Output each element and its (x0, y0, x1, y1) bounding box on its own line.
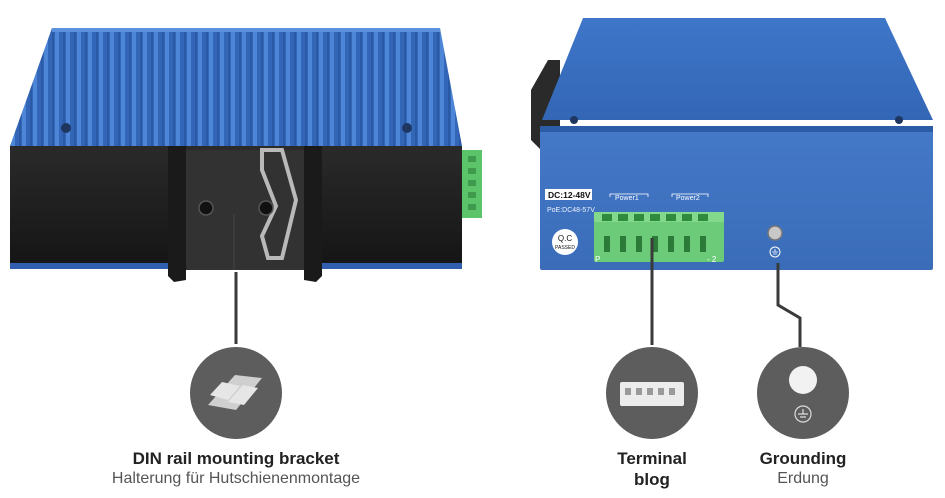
terminal-slot (636, 236, 642, 252)
power1-label: Power1 (615, 195, 639, 202)
voltage-label (545, 189, 592, 200)
grounding-caption-title: Grounding (759, 449, 847, 468)
screw-icon (895, 116, 903, 124)
din-rail-callout-circle (190, 347, 282, 439)
ground-symbol-icon (769, 246, 781, 258)
din-rail-caption-title: DIN rail mounting bracket (132, 449, 340, 468)
terminal-screw (698, 214, 708, 221)
screw-icon (258, 200, 274, 216)
terminal-right-label: - 2 (707, 255, 717, 264)
terminal-connector-icon (620, 382, 684, 406)
terminal-caption-title-line1: Terminal (617, 449, 687, 468)
terminal-slot (668, 236, 674, 252)
din-rail-caption-subtitle: Halterung für Hutschienenmontage (111, 470, 361, 487)
terminal-screw (666, 214, 676, 221)
left-device-heatsink (10, 28, 462, 146)
qc-passed-text: PASSED (555, 245, 575, 251)
terminal-slot (684, 236, 690, 252)
terminal-pins (602, 214, 708, 252)
right-device (531, 18, 933, 270)
terminal-screw (650, 214, 660, 221)
grounding-screw-icon (789, 366, 817, 394)
din-rail-icon (208, 375, 262, 410)
ground-symbol-icon (794, 405, 812, 423)
terminal-slot (620, 236, 626, 252)
terminal-screw (682, 214, 692, 221)
terminal-screw (602, 214, 612, 221)
screw-icon (61, 123, 71, 133)
grounding-caption-subtitle: Erdung (777, 470, 829, 487)
terminal-screw (634, 214, 644, 221)
qc-text: Q.C (558, 234, 572, 243)
terminal-slot (700, 236, 706, 252)
voltage-text: DC:12-48V (548, 190, 591, 200)
poe-text: PoE:DC48-57V (547, 207, 595, 214)
screw-icon (198, 200, 214, 216)
power2-label: Power2 (676, 195, 700, 202)
terminal-left-label: P (595, 255, 600, 264)
screw-icon (402, 123, 412, 133)
connector-line (776, 263, 802, 347)
din-rail-bracket (168, 146, 322, 282)
terminal-screw (618, 214, 628, 221)
grounding-callout-circle (757, 347, 849, 439)
terminal-callout-circle (606, 347, 698, 439)
left-device (10, 28, 482, 282)
terminal-slot (604, 236, 610, 252)
screw-icon (570, 116, 578, 124)
terminal-slot (652, 236, 658, 252)
terminal-caption-title-line2: blog (634, 470, 670, 489)
right-device-top (542, 18, 933, 120)
grounding-screw (767, 225, 783, 241)
qc-sticker (552, 229, 578, 255)
